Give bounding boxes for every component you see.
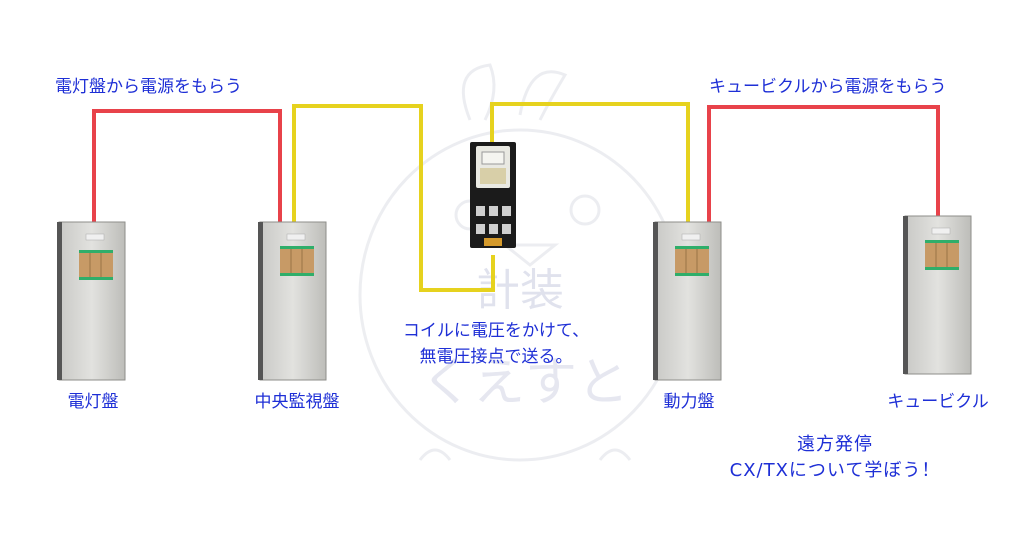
relay-image <box>470 142 516 248</box>
power-wire-left <box>92 109 282 230</box>
cabinet-chuokanshiban <box>258 221 327 381</box>
relay-explanation-line-1: コイルに電圧をかけて、 <box>402 321 590 341</box>
label-panel-dentouban: 電灯盤 <box>67 392 119 412</box>
cabinet-douryokuban <box>653 221 722 381</box>
signal-wire-left <box>292 104 495 292</box>
label-panel-douryokuban: 動力盤 <box>663 392 715 412</box>
handwritten-title-line-2: CX/TXについて学ぼう！ <box>729 460 941 481</box>
watermark-line-2: くえすと <box>421 353 629 413</box>
label-power-from-lighting-panel: 電灯盤から電源をもらう <box>55 77 242 97</box>
signal-wire-right-b <box>490 102 690 222</box>
label-power-from-cubicle: キュービクルから電源をもらう <box>709 77 947 97</box>
power-wire-right <box>707 105 940 222</box>
label-panel-cubicle: キュービクル <box>887 392 989 412</box>
cabinet-dentouban <box>57 221 126 381</box>
relay-explanation-line-2: 無電圧接点で送る。 <box>419 347 573 367</box>
label-panel-chuokanshiban: 中央監視盤 <box>254 392 340 412</box>
relay-explanation: コイルに電圧をかけて、 無電圧接点で送る。 <box>366 318 626 370</box>
handwritten-title-line-1: 遠方発停 <box>797 434 873 455</box>
handwritten-title: 遠方発停 CX/TXについて学ぼう！ <box>680 432 990 484</box>
cabinet-cubicle <box>903 215 972 375</box>
